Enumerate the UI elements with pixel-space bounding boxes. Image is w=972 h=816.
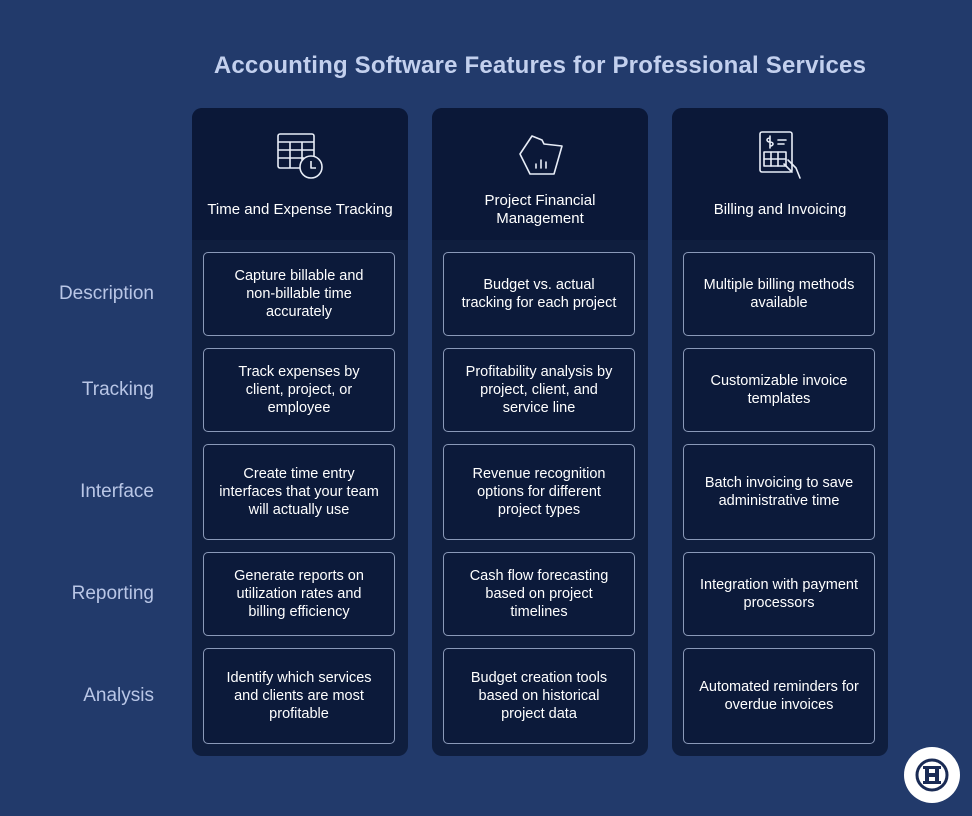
feature-cell: Identify which services and clients are …: [203, 648, 395, 744]
invoice-hand-icon: [759, 131, 801, 179]
folder-chart-icon: [519, 135, 563, 175]
page-title: Accounting Software Features for Profess…: [213, 52, 867, 79]
feature-cell: Multiple billing methods available: [683, 252, 875, 336]
feature-cell: Profitability analysis by project, clien…: [443, 348, 635, 432]
row-label-analysis: Analysis: [83, 685, 154, 706]
feature-cell: Budget vs. actual tracking for each proj…: [443, 252, 635, 336]
timesheet-clock-icon: [277, 133, 323, 179]
feature-cell: Revenue recognition options for differen…: [443, 444, 635, 540]
feature-cell: Track expenses by client, project, or em…: [203, 348, 395, 432]
feature-cell: Budget creation tools based on historica…: [443, 648, 635, 744]
brand-logo: [904, 747, 960, 803]
feature-column-billing-invoicing: Billing and Invoicing Multiple billing m…: [672, 108, 888, 756]
feature-column-time-expense: Time and Expense Tracking Capture billab…: [192, 108, 408, 756]
feature-cell: Generate reports on utilization rates an…: [203, 552, 395, 636]
column-title: Billing and Invoicing: [713, 201, 847, 218]
column-title: Project Financial Management: [484, 192, 596, 227]
feature-cell: Automated reminders for overdue invoices: [683, 648, 875, 744]
feature-cell: Create time entry interfaces that your t…: [203, 444, 395, 540]
feature-cell: Customizable invoice templates: [683, 348, 875, 432]
feature-column-project-financial: Project Financial Management Budget vs. …: [432, 108, 648, 756]
row-label-interface: Interface: [80, 481, 154, 502]
feature-cell: Capture billable and non-billable time a…: [203, 252, 395, 336]
row-label-description: Description: [58, 283, 154, 304]
column-header: Project Financial Management: [432, 108, 648, 240]
row-label-tracking: Tracking: [81, 379, 154, 400]
column-header: Time and Expense Tracking: [192, 108, 408, 240]
column-title: Time and Expense Tracking: [207, 201, 393, 218]
column-header: Billing and Invoicing: [672, 108, 888, 240]
feature-cell: Batch invoicing to save administrative t…: [683, 444, 875, 540]
feature-cell: Integration with payment processors: [683, 552, 875, 636]
feature-cell: Cash flow forecasting based on project t…: [443, 552, 635, 636]
row-label-reporting: Reporting: [71, 583, 154, 604]
brand-logo-icon: [915, 758, 949, 792]
